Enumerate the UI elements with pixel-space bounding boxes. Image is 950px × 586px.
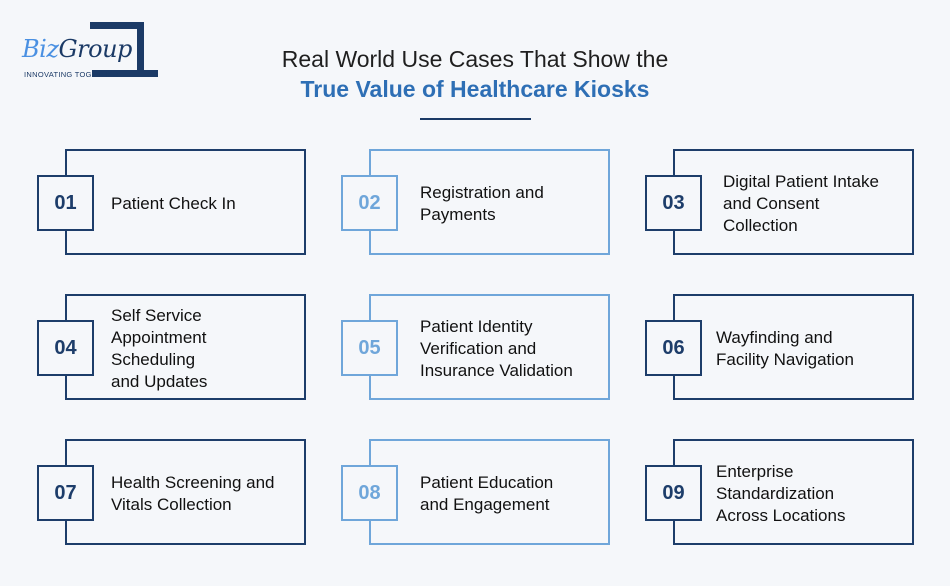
- use-case-number-09: 09: [645, 465, 702, 521]
- use-case-number-02: 02: [341, 175, 398, 231]
- use-case-label-01: Patient Check In: [111, 194, 236, 213]
- use-case-label-07: Health Screening and Vitals Collection: [111, 473, 275, 514]
- use-case-card-02: [369, 149, 610, 255]
- use-case-number-03: 03: [645, 175, 702, 231]
- logo-frame-bar: [92, 70, 158, 77]
- use-case-label-06: Wayfinding and Facility Navigation: [716, 328, 854, 369]
- logo-wordmark-part2: Group: [58, 35, 132, 63]
- logo-wordmark-part1: Biz: [22, 35, 59, 63]
- title-divider: [420, 118, 531, 120]
- logo-frame-shape: [90, 22, 144, 76]
- use-case-card-06: [673, 294, 914, 400]
- use-case-label-02: Registration and Payments: [420, 183, 544, 224]
- use-case-card-09: [673, 439, 914, 545]
- use-case-label-04: Self Service Appointment Scheduling and …: [111, 306, 208, 391]
- page-title: Real World Use Cases That Show the True …: [0, 44, 950, 104]
- use-case-label-05: Patient Identity Verification and Insura…: [420, 317, 573, 380]
- use-case-number-01: 01: [37, 175, 94, 231]
- use-case-number-04: 04: [37, 320, 94, 376]
- use-case-number-06: 06: [645, 320, 702, 376]
- title-line-2: True Value of Healthcare Kiosks: [300, 76, 650, 102]
- use-case-label-03: Digital Patient Intake and Consent Colle…: [723, 172, 879, 235]
- logo-tagline: INNOVATING TOGETHER: [24, 70, 119, 79]
- use-case-number-07: 07: [37, 465, 94, 521]
- use-case-label-09: Enterprise Standardization Across Locati…: [716, 462, 846, 525]
- use-case-card-01: [65, 149, 306, 255]
- bizgroup-logo: BizGroup INNOVATING TOGETHER: [22, 22, 158, 84]
- use-case-number-05: 05: [341, 320, 398, 376]
- use-case-card-07: [65, 439, 306, 545]
- logo-wordmark: BizGroup: [22, 35, 132, 63]
- use-case-card-08: [369, 439, 610, 545]
- use-case-label-08: Patient Education and Engagement: [420, 473, 554, 514]
- use-case-number-08: 08: [341, 465, 398, 521]
- title-line-1: Real World Use Cases That Show the: [281, 46, 669, 72]
